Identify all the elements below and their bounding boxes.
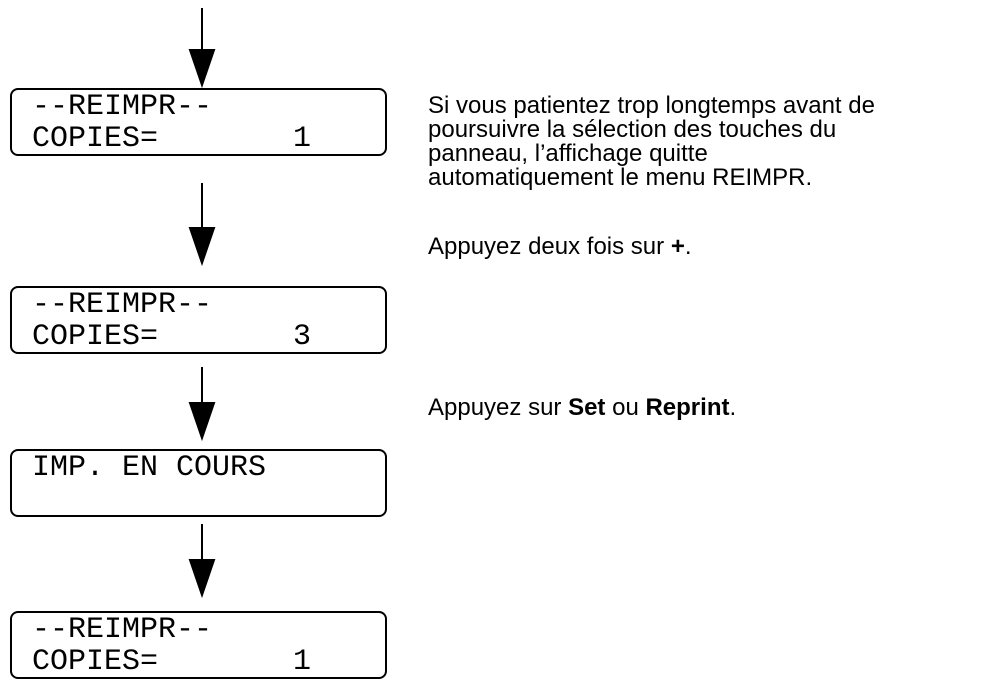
timeout-note-line: poursuivre la sélection des touches du	[428, 116, 837, 143]
copies-value: 3	[292, 320, 311, 354]
timeout-note: Si vous patientez trop longtemps avant d…	[428, 94, 988, 190]
lcd-line-1: IMP. EN COURS	[32, 451, 267, 485]
step-set-suffix: .	[729, 394, 737, 421]
timeout-note-line: panneau, l’affichage quitte	[428, 140, 708, 167]
step-plus-prefix: Appuyez deux fois sur	[428, 233, 671, 260]
step-plus-suffix: .	[684, 233, 692, 260]
arrow-top-head	[188, 49, 216, 89]
lcd-display-3: IMP. EN COURS	[10, 449, 387, 517]
reprint-key: Reprint	[645, 394, 730, 421]
lcd-line-2: COPIES=	[32, 645, 159, 679]
copies-value: 1	[292, 122, 311, 156]
step-set-mid: ou	[605, 394, 646, 421]
lcd-display-1: --REIMPR-- COPIES= 1	[10, 88, 387, 156]
arrow-1-head	[188, 227, 216, 267]
step-plus-note: Appuyez deux fois sur +.	[428, 235, 988, 259]
timeout-note-line: Si vous patientez trop longtemps avant d…	[428, 92, 875, 119]
copies-value: 1	[292, 645, 311, 679]
plus-key: +	[670, 233, 685, 260]
set-key: Set	[568, 394, 606, 421]
lcd-line-2: COPIES=	[32, 122, 159, 156]
arrow-3-head	[188, 559, 216, 599]
lcd-line-1: --REIMPR--	[32, 288, 213, 322]
lcd-line-1: --REIMPR--	[32, 90, 213, 124]
lcd-display-4: --REIMPR-- COPIES= 1	[10, 611, 387, 679]
timeout-note-line: automatiquement le menu REIMPR.	[428, 164, 813, 191]
lcd-display-2: --REIMPR-- COPIES= 3	[10, 286, 387, 354]
step-set-note: Appuyez sur Set ou Reprint.	[428, 396, 988, 420]
lcd-line-2: COPIES=	[32, 320, 159, 354]
lcd-line-1: --REIMPR--	[32, 613, 213, 647]
step-set-prefix: Appuyez sur	[428, 394, 569, 421]
arrow-2-head	[188, 402, 216, 442]
